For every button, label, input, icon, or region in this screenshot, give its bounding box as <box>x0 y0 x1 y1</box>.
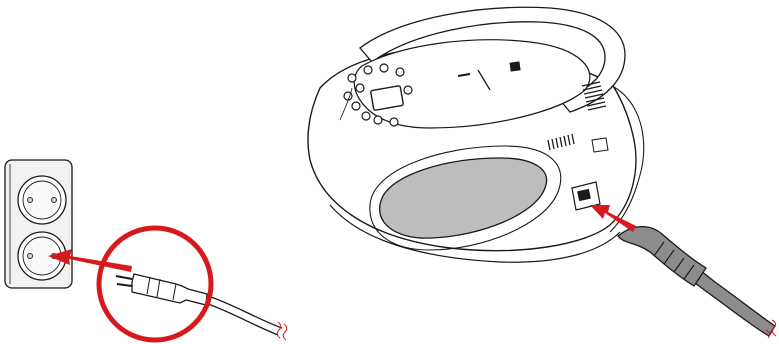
cd-lid <box>353 39 591 129</box>
outlet-upper <box>17 175 67 225</box>
speaker-grille <box>379 157 548 239</box>
outlet-hole <box>51 196 58 203</box>
power-input-port <box>571 137 609 211</box>
power-cable-icon <box>617 226 777 339</box>
top-vent <box>581 81 607 111</box>
socket-insert-arrow <box>48 249 132 272</box>
outlet-lower <box>17 231 67 281</box>
display-screen <box>370 85 404 111</box>
boombox-handle <box>359 6 626 113</box>
outlet-hole <box>26 252 33 259</box>
control-panel <box>339 63 413 127</box>
power-plug-icon <box>115 273 288 341</box>
wall-socket-icon <box>4 159 73 289</box>
boombox-insert-arrow <box>590 205 636 232</box>
cd-boombox-icon <box>307 6 645 263</box>
side-vent <box>547 133 575 151</box>
outlet-hole <box>26 196 33 203</box>
highlight-circle <box>96 225 214 343</box>
